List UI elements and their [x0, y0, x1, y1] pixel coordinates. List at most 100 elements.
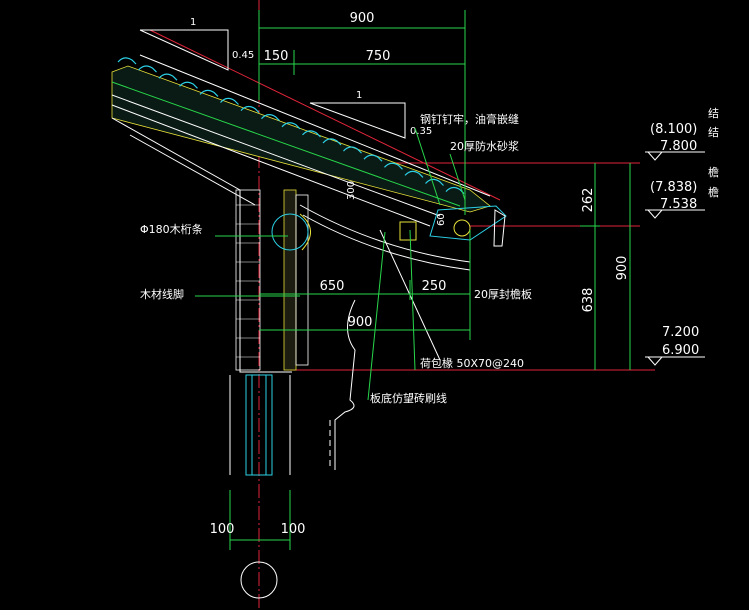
roof-hatch-a	[111, 94, 441, 217]
leader-nail	[414, 127, 441, 206]
moulding-profile	[334, 299, 356, 470]
elev-eave-label-2: 檐	[708, 185, 719, 199]
dim-top-total: 900	[350, 11, 375, 26]
note-mortar: 20厚防水砂浆	[450, 139, 519, 153]
note-rafter: 荷包椽 50X70@240	[420, 357, 524, 370]
roof-tile	[425, 178, 444, 186]
slope-upper: 1 0.45	[139, 17, 254, 71]
note-nail: 钢钉钉牢，油膏嵌缝	[420, 112, 519, 126]
wall-hatch-column	[283, 189, 297, 371]
eave-purlin-small	[399, 221, 417, 241]
wall-ladder-lines	[236, 204, 260, 358]
dim-mid-b: 250	[422, 279, 447, 294]
roof-tile	[179, 81, 198, 89]
window-frame	[245, 374, 273, 476]
dim-bottom-left: 100	[210, 522, 235, 537]
dim-638: 638	[581, 288, 596, 313]
slope-lower-run: 0.35	[410, 126, 432, 137]
elev-ridge-label: 结	[708, 107, 719, 120]
elev-ridge-bottom: 7.800	[660, 139, 697, 154]
note-brick: 板底仿望砖刷线	[370, 391, 447, 405]
note-purlin: Φ180木桁条	[140, 222, 203, 236]
dim-top-right: 750	[366, 49, 391, 64]
slope-lower: 1 0.35	[309, 90, 432, 139]
elev-eave-label: 檐	[708, 165, 719, 179]
purlin	[271, 213, 311, 251]
elev-floor-marker	[647, 356, 663, 366]
elevation-floor: 7.200 6.900	[645, 325, 705, 366]
eave-purlin-round	[453, 219, 471, 237]
leaders	[195, 127, 471, 401]
elevation-eave: (7.838) 7.538 檐 檐	[645, 165, 719, 219]
roof-tile	[117, 57, 137, 65]
dimensions-top: 900 150 750	[258, 10, 466, 215]
dimensions-right: 262 638 900	[580, 163, 631, 370]
roof-tile	[322, 138, 342, 146]
slope-upper-triangle	[139, 29, 229, 71]
roof-top-line	[139, 54, 491, 197]
slope-lower-rise: 1	[356, 90, 362, 101]
dim-900-vertical: 900	[615, 256, 630, 281]
eave-end	[399, 205, 507, 247]
axis-lines	[149, 0, 655, 610]
roof-tile	[363, 154, 383, 162]
roof-tile	[138, 65, 157, 73]
roof-hatch-b	[111, 104, 431, 227]
elev-floor-bottom: 6.900	[662, 343, 699, 358]
inner-ceiling-line	[129, 134, 256, 206]
annotations: 钢钉钉牢，油膏嵌缝 20厚防水砂浆 Φ180木桁条 木材线脚 20厚封檐板 荷包…	[140, 112, 532, 405]
dimensions-local: 300 60	[346, 181, 447, 226]
dim-60: 60	[436, 213, 447, 226]
purlin-circle	[271, 213, 309, 251]
roof-tile	[343, 146, 362, 154]
roof-layers	[111, 65, 491, 213]
roof-tile	[404, 170, 424, 178]
roof-tiles	[117, 57, 465, 195]
dim-300: 300	[346, 181, 357, 200]
leader-brick	[367, 231, 386, 401]
roof-tile	[158, 73, 178, 81]
dimensions-middle: 650 250 900	[259, 230, 471, 340]
roof-tile	[302, 130, 321, 138]
axis-bubble	[240, 561, 278, 599]
elevation-ridge: (8.100) 7.800 结 结	[645, 107, 719, 161]
note-fascia: 20厚封檐板	[474, 287, 532, 301]
eave-tile-end	[429, 205, 507, 241]
note-foot: 木材线脚	[140, 287, 184, 301]
elev-ridge-label-2: 结	[708, 126, 719, 139]
purlin-bracket	[299, 213, 311, 251]
roof-tile	[384, 162, 403, 170]
elev-eave-marker	[647, 209, 663, 219]
wood-moulding	[329, 299, 356, 470]
roof-tile	[261, 114, 280, 122]
dimensions-bottom: 100 100	[210, 490, 306, 599]
dim-mid-a: 650	[320, 279, 345, 294]
slope-upper-run: 0.45	[232, 50, 254, 61]
elev-floor-top: 7.200	[662, 325, 699, 340]
roof-tile	[281, 122, 301, 130]
elev-eave-bottom: 7.538	[660, 197, 697, 212]
roof-mortar-line	[111, 81, 461, 207]
roof-tile	[240, 105, 260, 114]
dim-top-left: 150	[264, 49, 289, 64]
dim-262: 262	[581, 188, 596, 213]
dim-mid-total: 900	[348, 315, 373, 330]
wall-finish	[295, 194, 309, 366]
elev-ridge-top: (8.100)	[650, 122, 697, 137]
dim-bottom-right: 100	[281, 522, 306, 537]
soffit-curve	[299, 204, 471, 263]
wall	[111, 117, 309, 476]
leader-mortar	[449, 153, 466, 201]
slope-lower-triangle	[309, 102, 406, 139]
fascia-board	[493, 209, 506, 247]
elev-eave-top: (7.838)	[650, 180, 697, 195]
roof-tile	[199, 89, 219, 97]
roof-slab	[111, 54, 491, 227]
roof-tile	[220, 97, 239, 105]
roof-slope-line	[149, 29, 501, 201]
elev-ridge-marker	[647, 151, 663, 161]
slope-upper-rise: 1	[190, 17, 196, 28]
wall-panel	[235, 189, 261, 371]
leader-rafter	[409, 229, 416, 371]
